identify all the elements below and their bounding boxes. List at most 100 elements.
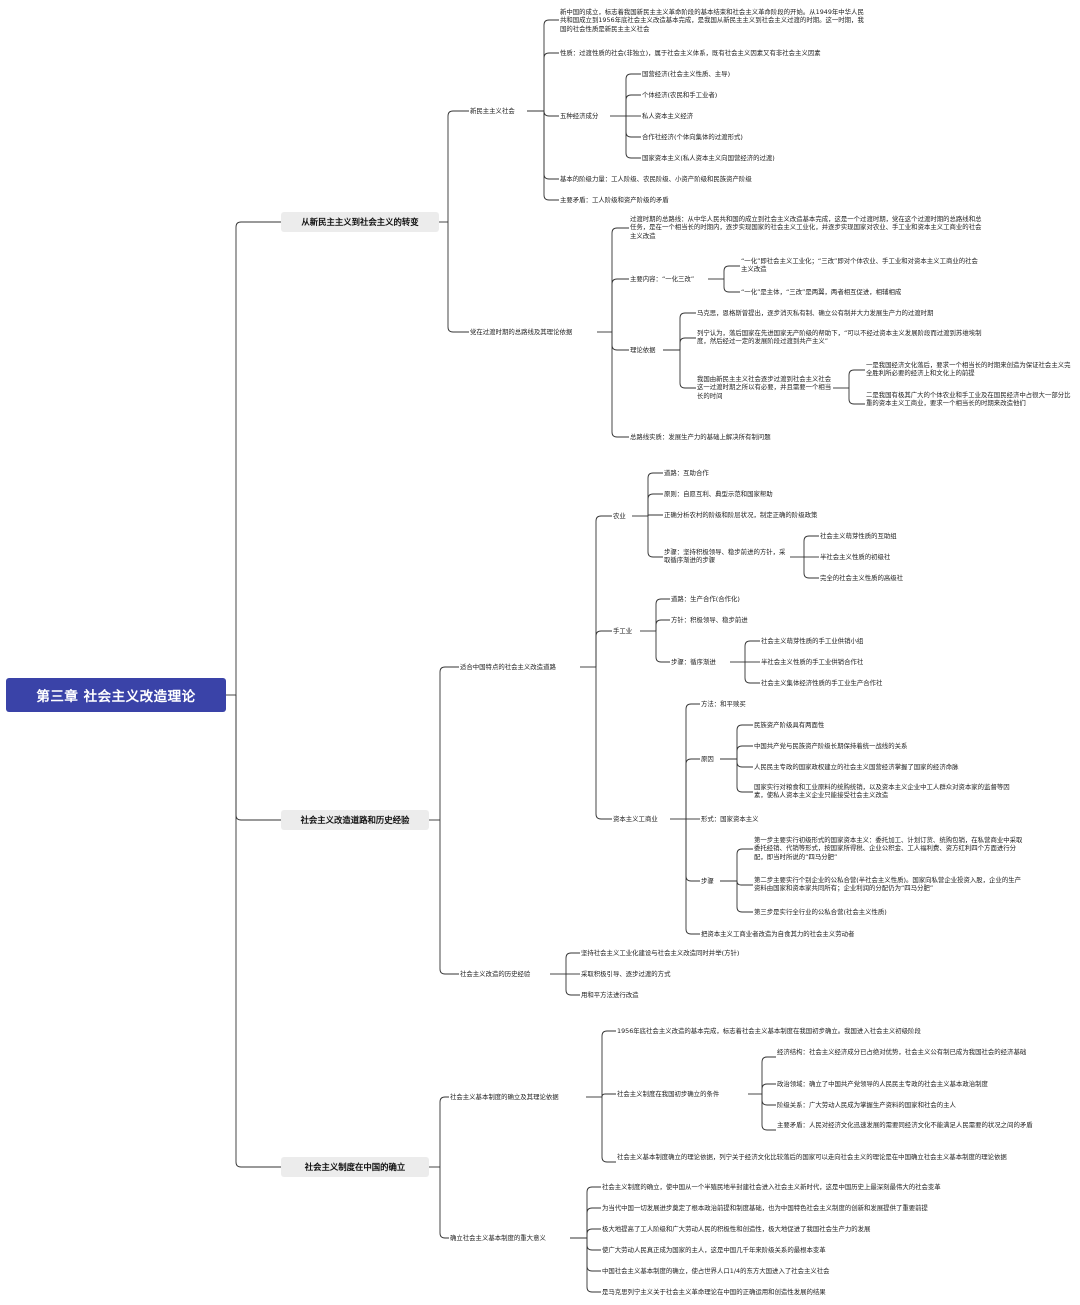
node-agri-class-policy[interactable]: 正确分析农村的阶级和阶层状况，制定正确的阶级政策	[663, 511, 819, 520]
node-sig-quarter[interactable]: 中国社会主义基本制度的确立，使占世界人口1/4的东方大国进入了社会主义社会	[601, 1267, 831, 1276]
section-transition[interactable]: 从新民主主义到社会主义的转变	[281, 212, 439, 232]
node-economy-private[interactable]: 私人资本主义经济	[641, 112, 695, 121]
node-sig-productivity[interactable]: 极大地提高了工人阶级和广大劳动人民的积极性和创造性，极大地促进了我国社会生产力的…	[601, 1225, 872, 1234]
node-lenin[interactable]: 列宁认为，落后国家在先进国家无产阶级的帮助下，“可以不经过资本主义发展阶段而过渡…	[696, 329, 986, 346]
node-cap-laborers[interactable]: 把资本主义工商业者改造为自食其力的社会主义劳动者	[700, 930, 856, 939]
root-topic[interactable]: 第三章 社会主义改造理论	[6, 678, 226, 712]
connector-line	[679, 350, 696, 389]
node-hand-steps[interactable]: 步骤：循序渐进	[670, 658, 717, 667]
connector-line	[655, 598, 670, 631]
node-sig-foundation[interactable]: 为当代中国一切发展进步奠定了根本政治前提和制度基础，也为中国特色社会主义制度的创…	[601, 1204, 929, 1213]
node-theory-basis[interactable]: 理论依据	[629, 346, 657, 355]
section-transformation-path[interactable]: 社会主义改造道路和历史经验	[281, 810, 429, 830]
connector-line	[647, 472, 663, 516]
node-main-contradiction[interactable]: 主要矛盾：工人阶级和资产阶级的矛盾	[559, 196, 670, 205]
node-period-intro[interactable]: 新中国的成立，标志着我国新民主主义革命阶段的基本结束和社会主义革命阶段的开始。从…	[559, 8, 871, 33]
node-hand-production-coop[interactable]: 社会主义集体经济性质的手工业生产合作社	[760, 679, 884, 688]
node-yihua-sangai[interactable]: 主要内容：“一化三改”	[629, 275, 696, 284]
connector-line	[611, 332, 629, 438]
node-significance[interactable]: 确立社会主义基本制度的重大意义	[449, 1234, 547, 1243]
node-cap-united-front[interactable]: 中国共产党与民族资产阶级长期保持着统一战线的关系	[753, 742, 909, 751]
connector-line	[803, 557, 819, 579]
node-cond-politics[interactable]: 政治领域：确立了中国共产党领导的人民民主专政的社会主义基本政治制度	[776, 1080, 989, 1089]
node-sig-marxism[interactable]: 是马克思列宁主义关于社会主义革命理论在中国的正确运用和创造性发展的结果	[601, 1288, 827, 1297]
node-cap-dual-nature[interactable]: 民族资产阶级具有两面性	[753, 721, 826, 730]
connector-line	[647, 516, 663, 558]
node-lenin-basis[interactable]: 社会主义基本制度确立的理论依据，列宁关于经济文化比较落后的国家可以走向社会主义的…	[616, 1153, 1028, 1162]
node-conditions[interactable]: 社会主义制度在我国初步确立的条件	[616, 1090, 721, 1099]
node-cond-economy[interactable]: 经济结构：社会主义经济成分已占绝对优势，社会主义公有制已成为我国社会的经济基础	[776, 1048, 1028, 1057]
node-cap-unified-purchase[interactable]: 国家实行对粮食和工业原料的统购统销，以及资本主义企业中工人群众对资本家的监督等因…	[753, 783, 1015, 800]
connector-line	[611, 332, 629, 351]
connector-line	[439, 1167, 449, 1239]
node-cap-step-two[interactable]: 第二步主要实行个别企业的公私合营(半社会主义性质)。国家向私营企业投资入股，企业…	[753, 876, 1025, 893]
connector-line	[744, 662, 760, 684]
node-agri-steps[interactable]: 步骤：坚持积极领导、稳步前进的方针，采取循序渐进的步骤	[663, 548, 790, 565]
connector-line	[439, 820, 459, 975]
node-yihua-def[interactable]: “一化”即社会主义工业化；“三改”即对个体农业、手工业和对资本主义工商业的社会主…	[740, 257, 982, 274]
node-cond-class[interactable]: 阶级关系：广大劳动人民成为掌握生产资料的国家和社会的主人	[776, 1101, 957, 1110]
node-hand-supply-coop[interactable]: 半社会主义性质的手工业供销合作社	[760, 658, 865, 667]
node-cap-method[interactable]: 方法：和平赎买	[700, 700, 747, 709]
connector-line	[679, 337, 696, 350]
node-exp-simultaneous[interactable]: 坚持社会主义工业化建设与社会主义改造同时并举(方针)	[580, 949, 741, 958]
node-essence[interactable]: 总路线实质：发展生产力的基础上解决所有制问题	[629, 433, 772, 442]
connector-line	[625, 73, 641, 116]
connector-line	[447, 110, 469, 222]
node-marx-engels[interactable]: 马克思，恩格斯曾提出，逐步消灭私有制、确立公有制并大力发展生产力的过渡时期	[696, 309, 935, 318]
node-economy-state-capitalism[interactable]: 国家资本主义(私人资本主义向国营经济的过渡)	[641, 154, 776, 163]
connector-line	[586, 1238, 601, 1293]
node-general-line-def[interactable]: 过渡时期的总路线：从中华人民共和国的成立到社会主义改造基本完成，这是一个过渡时期…	[629, 215, 986, 240]
node-1956-completion[interactable]: 1956年底社会主义改造的基本完成，标志着社会主义基本制度在我国初步确立。我国进…	[616, 1027, 922, 1036]
node-economy-cooperative[interactable]: 合作社经济(个体向集体的过渡形式)	[641, 133, 744, 142]
node-cap-steps[interactable]: 步骤	[700, 877, 715, 886]
section-system-establishment[interactable]: 社会主义制度在中国的确立	[281, 1157, 429, 1177]
node-economy-individual[interactable]: 个体经济(农民和手工业者)	[641, 91, 719, 100]
connector-line	[235, 221, 281, 695]
node-cond-contradiction[interactable]: 主要矛盾：人民对经济文化迅速发展的需要同经济文化不能满足人民需要的状况之间的矛盾	[776, 1121, 1038, 1130]
node-historical-experience[interactable]: 社会主义改造的历史经验	[459, 970, 532, 979]
node-yihua-relation[interactable]: “一化”是主体，“三改”是两翼，两者相互促进，相辅相成	[740, 288, 903, 297]
connector-line	[625, 94, 641, 116]
node-china-transition[interactable]: 我国由新民主主义社会逐步过渡到社会主义社会这一过渡时期之所以有必要，并且需要一个…	[696, 375, 833, 400]
node-hand-policy[interactable]: 方针：积极领导、稳步前进	[670, 616, 749, 625]
node-economy-state[interactable]: 国营经济(社会主义性质、主导)	[641, 70, 732, 79]
node-agriculture[interactable]: 农业	[612, 512, 627, 521]
node-sig-masters[interactable]: 使广大劳动人民真正成为国家的主人，这是中国几千年来阶级关系的最根本变革	[601, 1246, 827, 1255]
node-new-democratic-society[interactable]: 新民主主义社会	[469, 107, 516, 116]
node-handicraft[interactable]: 手工业	[612, 627, 634, 636]
node-hand-supply-group[interactable]: 社会主义萌芽性质的手工业供销小组	[760, 637, 865, 646]
node-sig-transformation[interactable]: 社会主义制度的确立，使中国从一个半殖民地半封建社会进入社会主义新时代，这是中国历…	[601, 1183, 942, 1192]
node-capitalist-commerce[interactable]: 资本主义工商业	[612, 815, 659, 824]
node-class-forces[interactable]: 基本的阶级力量：工人阶级、农民阶级、小资产阶级和民族资产阶级	[559, 175, 753, 184]
node-reason-backward[interactable]: 一是我国经济文化落后，要求一个相当长的时期来创造为保证社会主义完全胜利所必要的经…	[865, 361, 1072, 378]
connector-line	[595, 630, 612, 667]
node-agri-road[interactable]: 道路：互助合作	[663, 469, 710, 478]
node-agri-primary-coop[interactable]: 半社会主义性质的初级社	[819, 553, 892, 562]
connector-line	[543, 111, 559, 201]
node-general-line[interactable]: 党在过渡时期的总路线及其理论依据	[469, 328, 574, 337]
node-hand-road[interactable]: 道路：生产合作(合作化)	[670, 595, 741, 604]
connector-line	[543, 111, 559, 180]
node-agri-mutual-aid[interactable]: 社会主义萌芽性质的互助组	[819, 532, 898, 541]
node-reason-individual[interactable]: 二是我国有极其广大的个体农业和手工业及在国民经济中占很大一部分比重的资本主义工商…	[865, 391, 1072, 408]
node-agri-advanced-coop[interactable]: 完全的社会主义性质的高级社	[819, 574, 905, 583]
node-five-economies[interactable]: 五种经济成分	[559, 112, 600, 121]
node-cap-form[interactable]: 形式：国家资本主义	[700, 815, 760, 824]
connector-line	[625, 116, 641, 138]
connector-line	[543, 19, 559, 111]
connector-line	[611, 227, 629, 332]
node-nature[interactable]: 性质：过渡性质的社会(非独立)，属于社会主义体系，既有社会主义因素又有非社会主义…	[559, 49, 822, 58]
node-cap-reasons[interactable]: 原因	[700, 755, 715, 764]
node-cap-step-three[interactable]: 第三步是实行全行业的公私合营(社会主义性质)	[753, 908, 888, 917]
node-system-basis[interactable]: 社会主义基本制度的确立及其理论依据	[449, 1093, 560, 1102]
node-agri-principle[interactable]: 原则：自愿互利、典型示范和国家帮助	[663, 490, 774, 499]
connector-line	[647, 493, 663, 516]
node-china-path[interactable]: 适合中国特点的社会主义改造道路	[459, 663, 557, 672]
node-exp-gradual[interactable]: 采取积极引导、逐步过渡的方式	[580, 970, 672, 979]
connector-line	[586, 1228, 601, 1238]
node-exp-peaceful[interactable]: 用和平方法进行改造	[580, 991, 640, 1000]
node-cap-state-economy[interactable]: 人民民主专政的国家政权建立的社会主义国营经济掌握了国家的经济命脉	[753, 763, 960, 772]
node-cap-step-one[interactable]: 第一步主要实行初级形式的国家资本主义：委托加工、计划订货、统购包销，在私营商业中…	[753, 836, 1025, 861]
